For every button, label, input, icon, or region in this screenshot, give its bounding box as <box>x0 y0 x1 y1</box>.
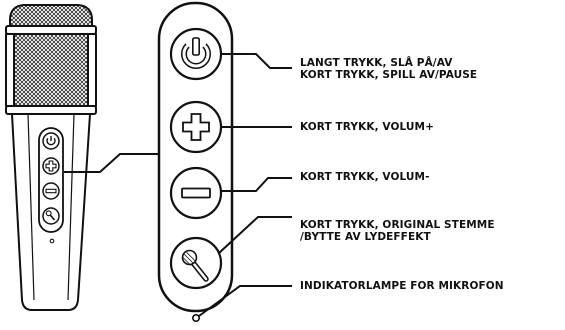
volume-up-callout-line1: KORT TRYKK, VOLUM+ <box>300 121 434 133</box>
enlarged-button-panel <box>157 1 234 313</box>
minus-icon <box>181 187 211 199</box>
power-callout-line1: LANGT TRYKK, SLÅ PÅ/AV <box>300 57 453 69</box>
zoom-connector-line <box>64 153 158 173</box>
volume-down-callout-line1: KORT TRYKK, VOLUM- <box>300 171 430 183</box>
mini-minus-icon <box>42 182 60 200</box>
indicator-callout-label: INDIKATORLAMPE FOR MIKROFON <box>300 280 504 292</box>
power-icon <box>181 37 211 69</box>
mini-plus-icon <box>42 157 60 175</box>
voice-leader-line <box>218 216 292 254</box>
microphone-icon <box>181 249 209 282</box>
voice-callout-line1: KORT TRYKK, ORIGINAL STEMME <box>300 219 495 231</box>
mini-power-icon <box>42 132 60 150</box>
volume-up-button-illustration <box>169 100 223 154</box>
volume-up-callout-label: KORT TRYKK, VOLUM+ <box>300 121 434 133</box>
power-callout-line2: KORT TRYKK, SPILL AV/PAUSE <box>300 69 478 81</box>
power-button-illustration <box>169 27 223 81</box>
voice-callout-line2: /BYTTE AV LYDEFFEKT <box>300 231 431 243</box>
volume-down-button-illustration <box>169 166 223 220</box>
leader-lines <box>198 53 292 317</box>
volume-down-leader-line <box>221 177 292 192</box>
indicator-lamp <box>192 313 201 322</box>
microphone-button-strip <box>38 127 64 233</box>
mini-indicator-lamp <box>49 238 55 244</box>
power-callout-label: LANGT TRYKK, SLÅ PÅ/AV KORT TRYKK, SPILL… <box>300 57 477 81</box>
power-leader-line <box>221 53 292 69</box>
volume-down-callout-label: KORT TRYKK, VOLUM- <box>300 171 430 183</box>
voice-callout-label: KORT TRYKK, ORIGINAL STEMME /BYTTE AV LY… <box>300 219 495 243</box>
voice-button-illustration <box>169 236 223 290</box>
plus-icon <box>182 113 210 141</box>
indicator-leader-line <box>198 285 292 317</box>
mini-microphone-icon <box>42 207 60 225</box>
indicator-callout-line1: INDIKATORLAMPE FOR MIKROFON <box>300 280 504 292</box>
